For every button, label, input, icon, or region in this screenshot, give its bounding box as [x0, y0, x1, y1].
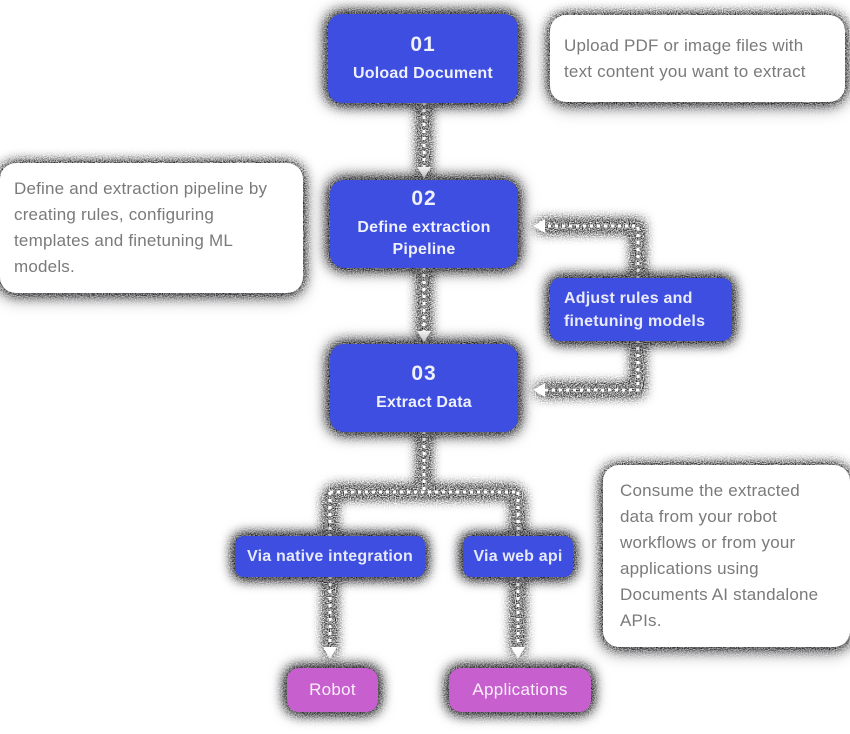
sink-node-applications: Applications	[449, 668, 591, 712]
sink-node-robot: Robot	[287, 668, 378, 712]
output-via-web-api: Via web api	[463, 536, 573, 577]
output-label: Via web api	[473, 547, 563, 565]
note-text: Consume the extracted data from your rob…	[620, 481, 819, 630]
step-title: Uoload Document	[353, 64, 493, 82]
step-number: 01	[410, 32, 436, 56]
note-text: Define and extraction pipeline by creati…	[14, 179, 268, 276]
connector-adjust-step3	[545, 340, 640, 392]
note-define-description: Define and extraction pipeline by creati…	[0, 163, 303, 293]
output-via-native-integration: Via native integration	[235, 536, 425, 577]
step-number: 03	[411, 362, 437, 385]
step-node-upload-document: 01 Uoload Document	[328, 14, 518, 103]
step-node-define-extraction-pipeline: 02 Define extraction Pipeline	[330, 180, 518, 268]
arrowhead-into-step2-right	[533, 219, 545, 233]
sink-label: Robot	[309, 680, 356, 699]
arrowhead-into-step2-top	[417, 167, 431, 178]
step-title: Extract Data	[376, 394, 472, 411]
output-label: Via native integration	[247, 547, 413, 565]
adjust-rules-node: Adjust rules and finetuning models	[550, 278, 732, 341]
note-upload-description: Upload PDF or image files with text cont…	[550, 15, 845, 102]
arrowhead-into-step3-right	[533, 383, 545, 397]
connector-adjust-step2	[545, 224, 640, 279]
sink-label: Applications	[472, 680, 568, 699]
step-title: Define extraction Pipeline	[357, 219, 491, 258]
arrowhead-into-applications	[511, 647, 525, 659]
note-consume-description: Consume the extracted data from your rob…	[603, 465, 850, 647]
arrowhead-into-robot	[323, 647, 337, 659]
step-node-extract-data: 03 Extract Data	[330, 344, 518, 432]
adjust-label: Adjust rules and finetuning models	[564, 289, 706, 330]
arrowheads	[323, 167, 545, 659]
note-text: Upload PDF or image files with text cont…	[564, 35, 806, 81]
step-number: 02	[411, 187, 437, 210]
arrowhead-into-step3-top	[417, 331, 431, 342]
